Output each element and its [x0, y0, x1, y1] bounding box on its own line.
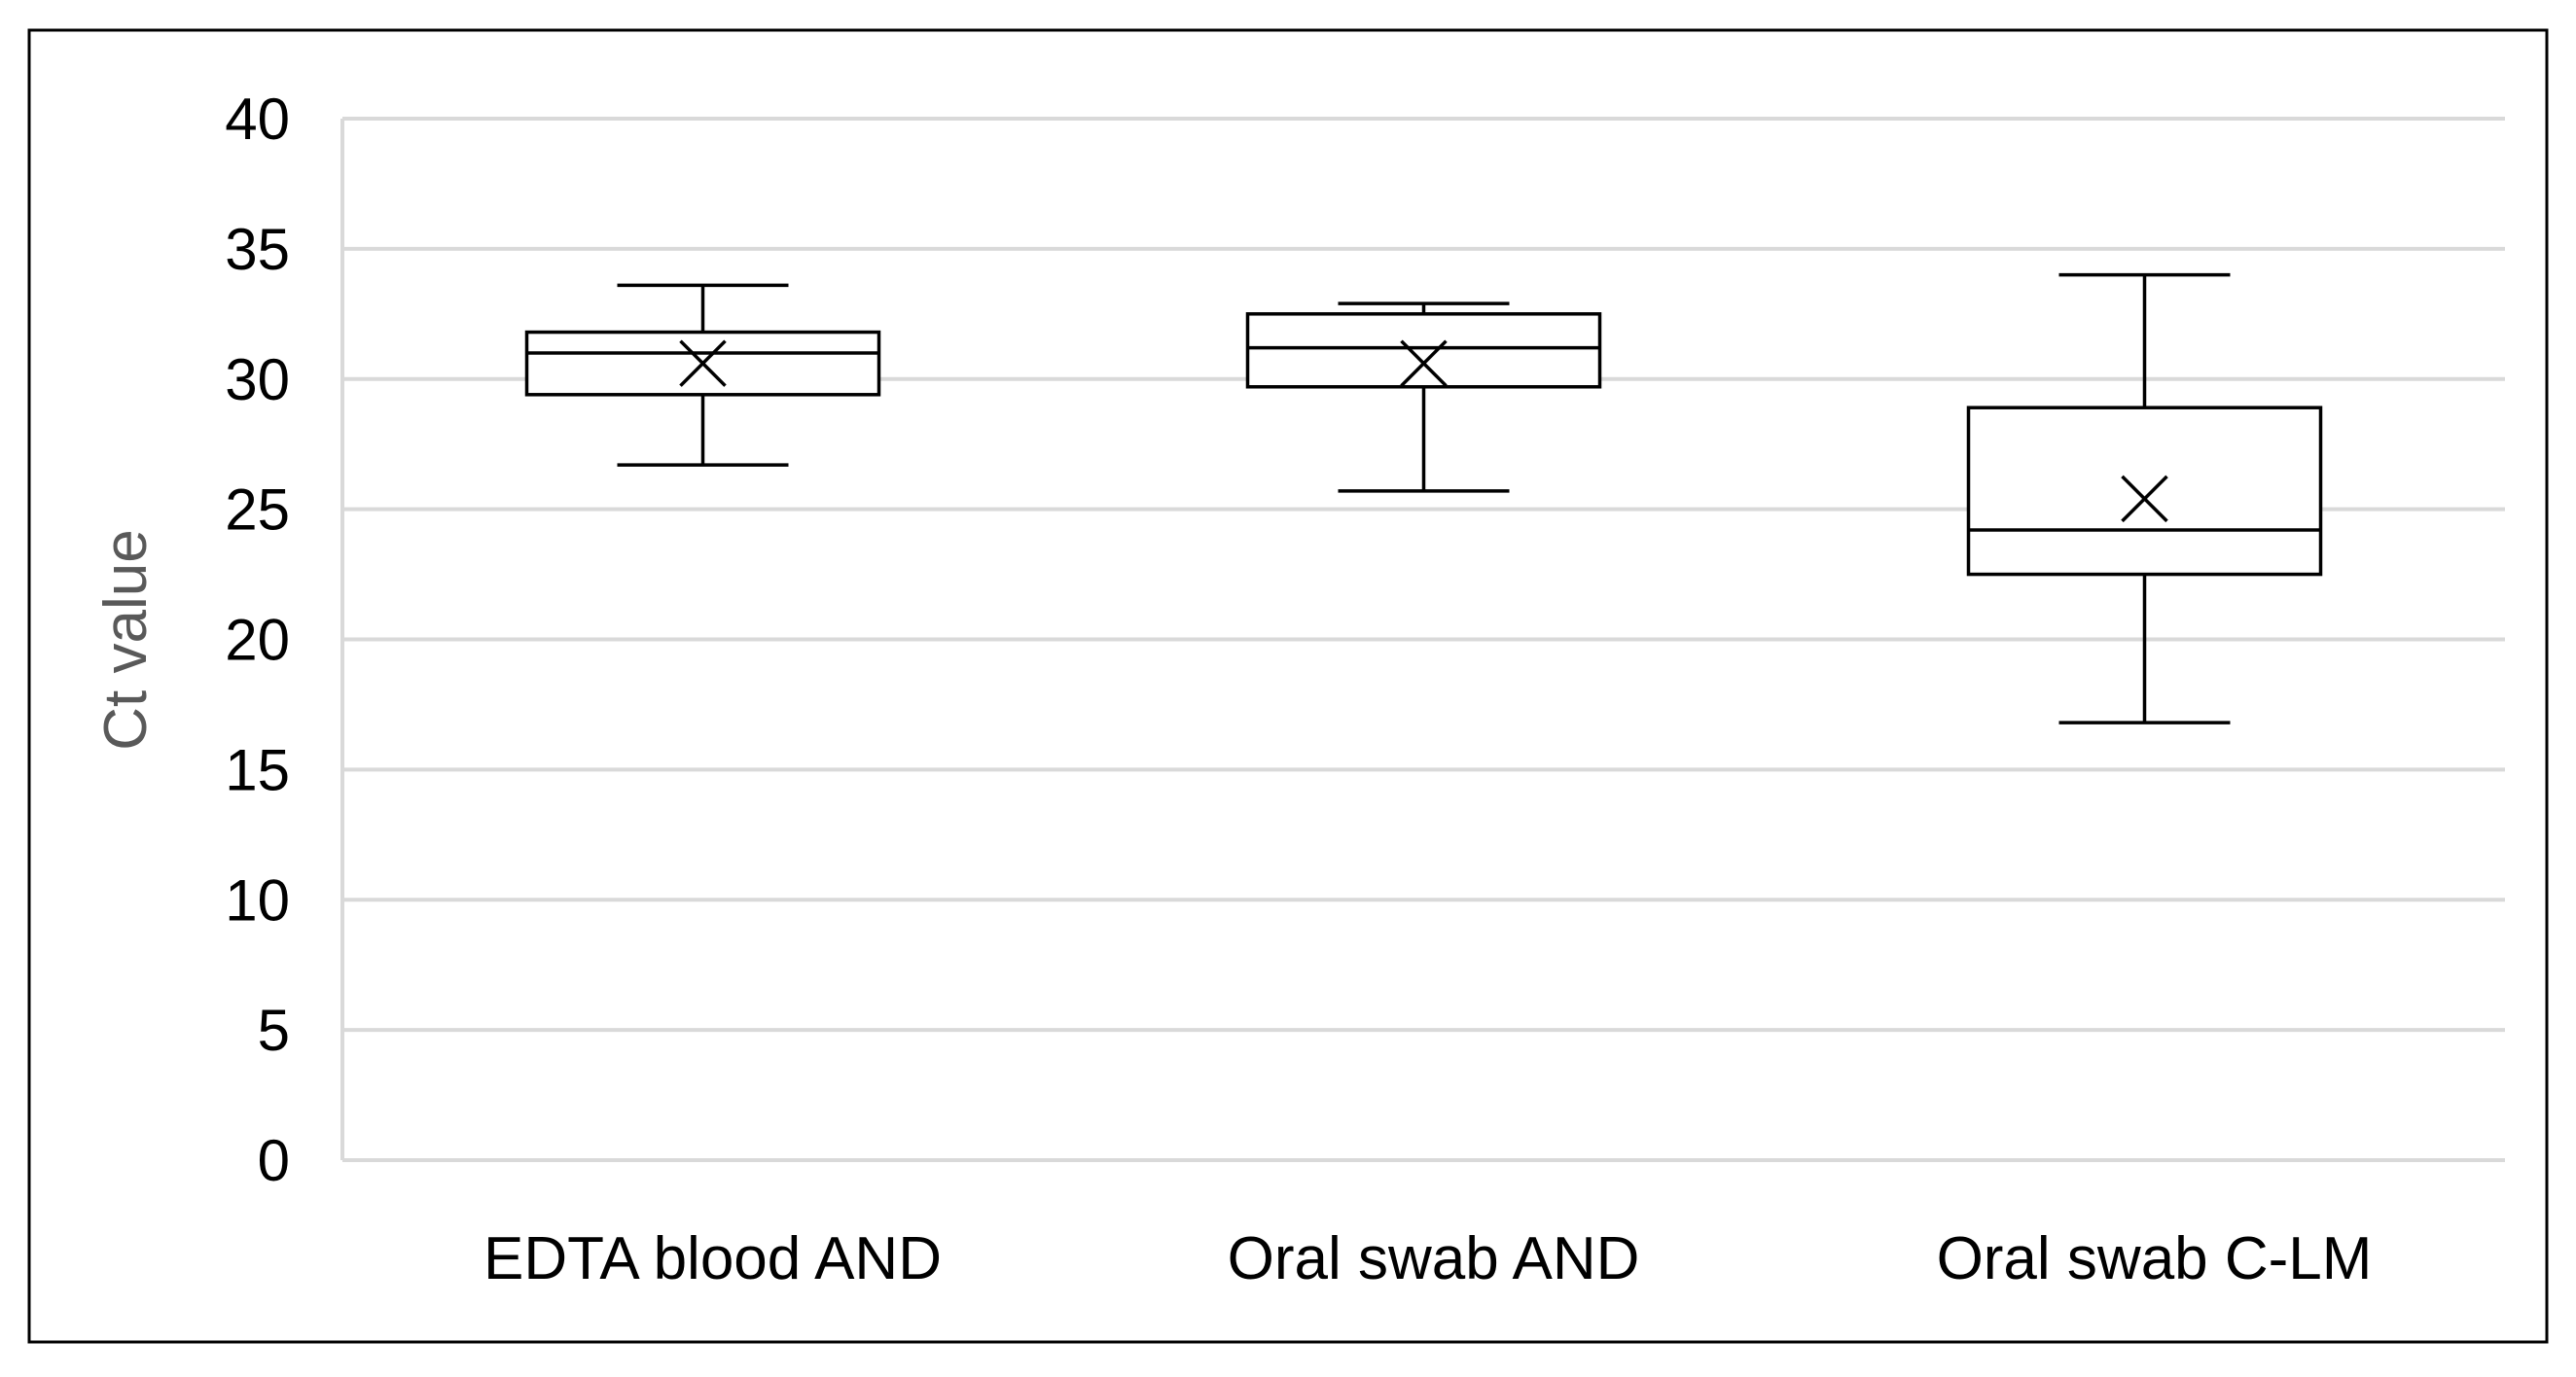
y-tick-label: 5	[258, 998, 290, 1063]
y-tick-label: 20	[225, 608, 290, 673]
y-tick-label: 40	[225, 87, 290, 152]
mean-marker	[1400, 339, 1448, 387]
box-group	[1966, 272, 2323, 724]
boxes	[524, 272, 2323, 724]
y-tick-labels: 0 5 10 15 20 25 30 35 40	[225, 87, 290, 1193]
y-tick-label: 0	[258, 1128, 290, 1193]
mean-marker	[679, 339, 727, 387]
x-category-label: Oral swab AND	[1228, 1225, 1640, 1292]
y-tick-label: 15	[225, 737, 290, 802]
iqr-box	[1966, 406, 2323, 577]
iqr-box	[1245, 312, 1602, 389]
box-group	[1245, 301, 1602, 493]
y-tick-label: 10	[225, 867, 290, 933]
mean-marker	[2121, 475, 2168, 523]
y-tick-label: 25	[225, 477, 290, 543]
x-category-labels: EDTA blood AND Oral swab AND Oral swab C-L…	[483, 1225, 2372, 1292]
y-tick-label: 30	[225, 347, 290, 412]
y-tick-label: 35	[225, 217, 290, 282]
x-category-label: Oral swab C-LM	[1937, 1225, 2373, 1292]
chart-border	[27, 28, 2549, 1344]
y-axis-title: Ct value	[92, 529, 160, 750]
iqr-box	[524, 330, 881, 397]
box-group	[524, 283, 881, 467]
x-category-label: EDTA blood AND	[483, 1225, 942, 1292]
